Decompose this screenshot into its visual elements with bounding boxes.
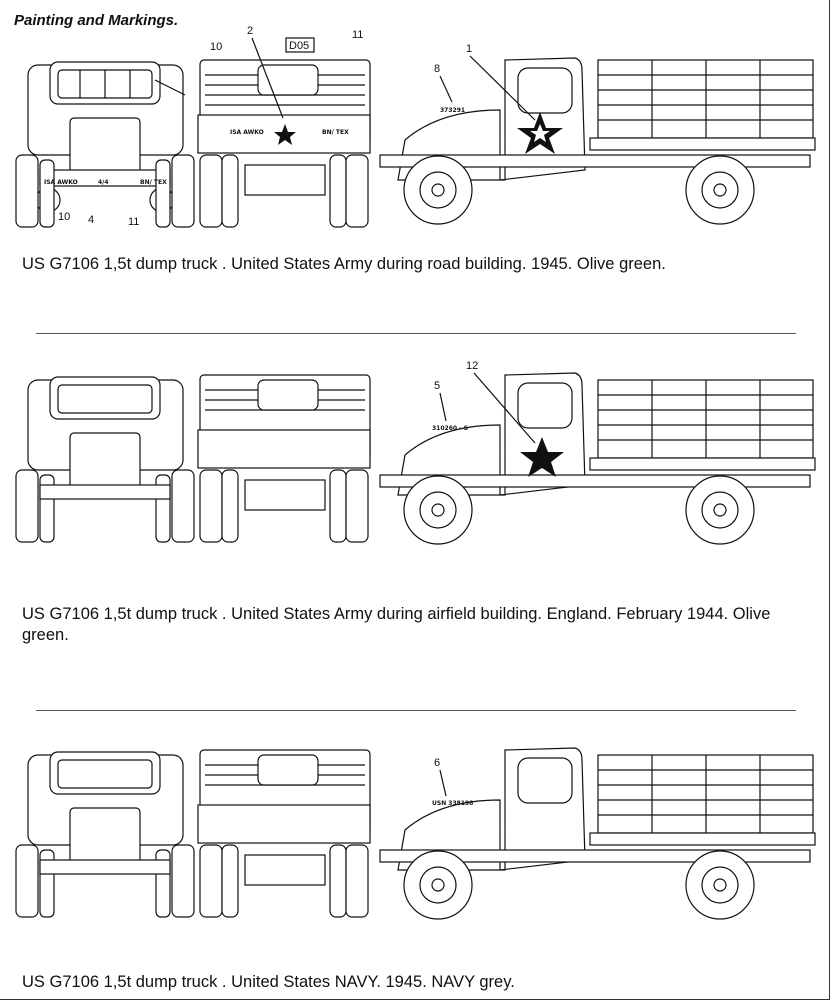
rear-view-2 xyxy=(197,374,371,543)
callout-11: 11 xyxy=(352,29,363,41)
side-view-2: 310260 - S xyxy=(379,372,816,545)
rear-star-icon xyxy=(274,124,296,145)
callout-1: 1 xyxy=(466,43,472,55)
callouts: 10 2 11 1 8 10 4 11 xyxy=(58,25,536,228)
callout-11b: 11 xyxy=(128,216,139,228)
side-view-3: USN 338198 xyxy=(379,747,816,920)
hood-number-text: 373291 xyxy=(440,107,465,114)
callout-10: 10 xyxy=(210,41,222,53)
door-star-icon-2 xyxy=(520,437,564,477)
door-inner-star-icon xyxy=(530,124,550,142)
front-view-3 xyxy=(15,751,195,918)
callouts-2: 12 5 xyxy=(434,360,536,444)
scheme-2-drawings: 310260 - S 12 5 xyxy=(15,360,816,545)
callout-2: 2 xyxy=(247,25,253,37)
side-view: 373291 xyxy=(379,57,816,225)
rear-left-text: ISA AWKO xyxy=(230,129,264,136)
callout-6: 6 xyxy=(434,757,440,769)
plate-text: D05 xyxy=(289,40,309,52)
caption-3: US G7106 1,5t dump truck . United States… xyxy=(22,973,515,991)
front-view-2 xyxy=(15,376,195,543)
caption-2: US G7106 1,5t dump truck . United States… xyxy=(22,605,771,644)
divider-1 xyxy=(36,333,796,334)
callout-12: 12 xyxy=(466,360,478,372)
scheme-1-drawings: ISA AWKO BN/ TEX 4/4 D05 ISA AWKO BN/ TE… xyxy=(15,25,816,228)
sheet-title: Painting and Markings. xyxy=(14,12,179,29)
callout-8: 8 xyxy=(434,63,440,75)
front-view: ISA AWKO BN/ TEX 4/4 xyxy=(15,61,195,228)
callout-4: 4 xyxy=(88,214,94,226)
scheme-3-drawings: USN 338198 6 xyxy=(15,747,816,920)
caption-1: US G7106 1,5t dump truck . United States… xyxy=(22,255,666,273)
bumper-left-text: ISA AWKO xyxy=(44,179,78,186)
callout-5: 5 xyxy=(434,380,440,392)
hood-number-text-2: 310260 - S xyxy=(432,425,468,432)
bumper-mid-text: 4/4 xyxy=(98,179,109,186)
hood-number-text-3: USN 338198 xyxy=(432,800,473,807)
divider-2 xyxy=(36,710,796,711)
callout-10b: 10 xyxy=(58,211,70,223)
rear-right-text: BN/ TEX xyxy=(322,129,349,136)
rear-view-3 xyxy=(197,749,371,918)
rear-view: D05 ISA AWKO BN/ TEX xyxy=(197,37,371,228)
callouts-3: 6 xyxy=(434,757,447,797)
bumper-right-text: BN/ TEX xyxy=(140,179,167,186)
